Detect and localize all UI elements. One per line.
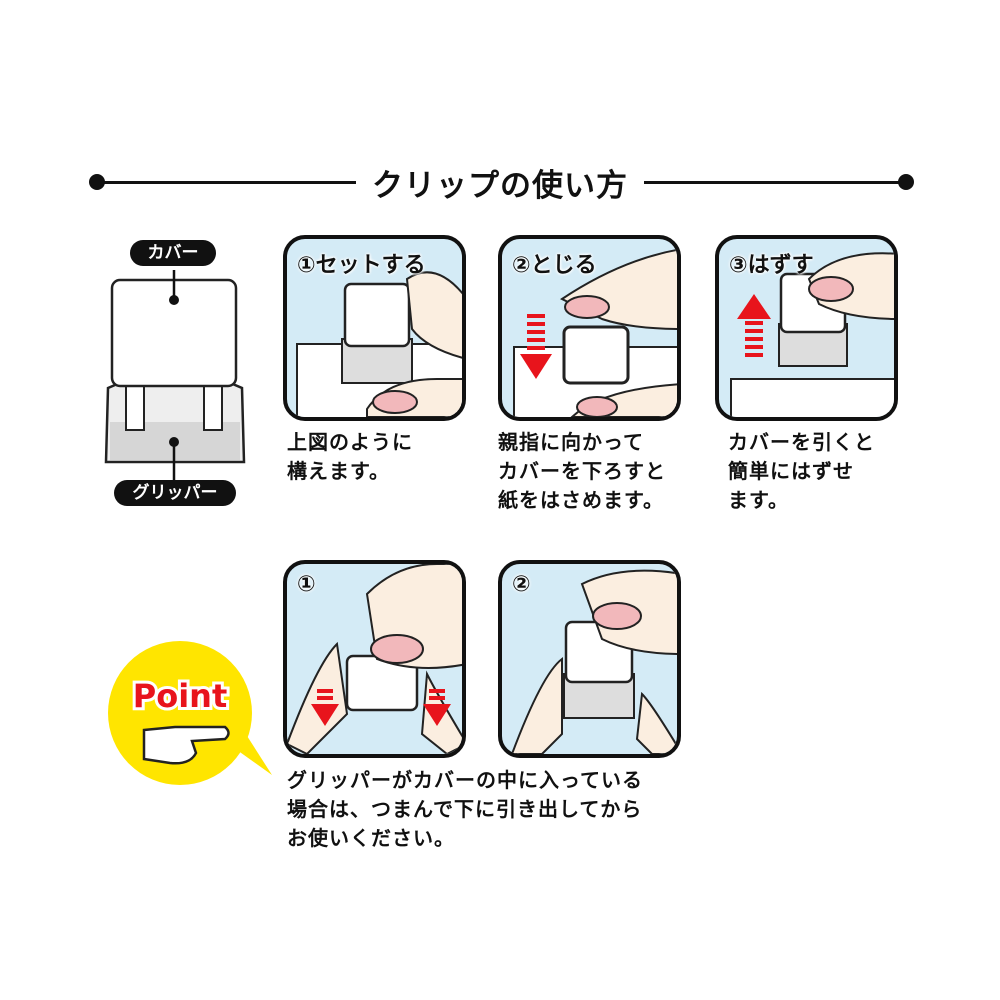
- point-step-1-label: ①: [297, 572, 316, 597]
- step-1-caption: 上図のように構えます。: [287, 430, 413, 483]
- step-1-label: ①セットする: [297, 253, 426, 278]
- up-arrow-icon: [737, 294, 771, 357]
- page-title: クリップの使い方: [372, 168, 628, 204]
- down-arrow-icon: [520, 314, 552, 379]
- step-2-panel: ②とじる: [498, 235, 681, 421]
- title-rule-left: [98, 181, 356, 184]
- point-caption: グリッパーがカバーの中に入っている場合は、つまんで下に引き出してからお使いくださ…: [287, 768, 643, 850]
- clip-parts-diagram: [104, 270, 246, 480]
- point-badge-text: Point: [133, 677, 227, 715]
- step-3-panel: ③はずす: [715, 235, 898, 421]
- gripper-label: グリッパー: [114, 480, 236, 506]
- step-1-panel: ①セットする: [283, 235, 466, 421]
- pointing-hand-icon: [142, 725, 230, 765]
- step-3-label: ③はずす: [729, 253, 814, 278]
- rule-dot-left: [89, 174, 105, 190]
- step-3-caption: カバーを引くと簡単にはずせます。: [728, 430, 875, 512]
- point-step-2-panel: ②: [498, 560, 681, 758]
- down-arrow-icon: [423, 689, 451, 726]
- step-3-illustration: [730, 252, 894, 417]
- point-step-2-illustration: [510, 569, 677, 754]
- step-2-caption: 親指に向かってカバーを下ろすと紙をはさめます。: [498, 430, 666, 512]
- step-1-illustration: [296, 271, 462, 417]
- step-2-illustration: [513, 248, 677, 417]
- step-2-label: ②とじる: [512, 253, 597, 278]
- point-badge: Point: [108, 641, 272, 785]
- title-rule-right: [644, 181, 906, 184]
- point-step-1-illustration: [287, 564, 462, 754]
- cover-label: カバー: [130, 240, 216, 266]
- point-step-2-label: ②: [512, 572, 531, 597]
- down-arrow-icon: [311, 689, 339, 726]
- rule-dot-right: [898, 174, 914, 190]
- point-step-1-panel: ①: [283, 560, 466, 758]
